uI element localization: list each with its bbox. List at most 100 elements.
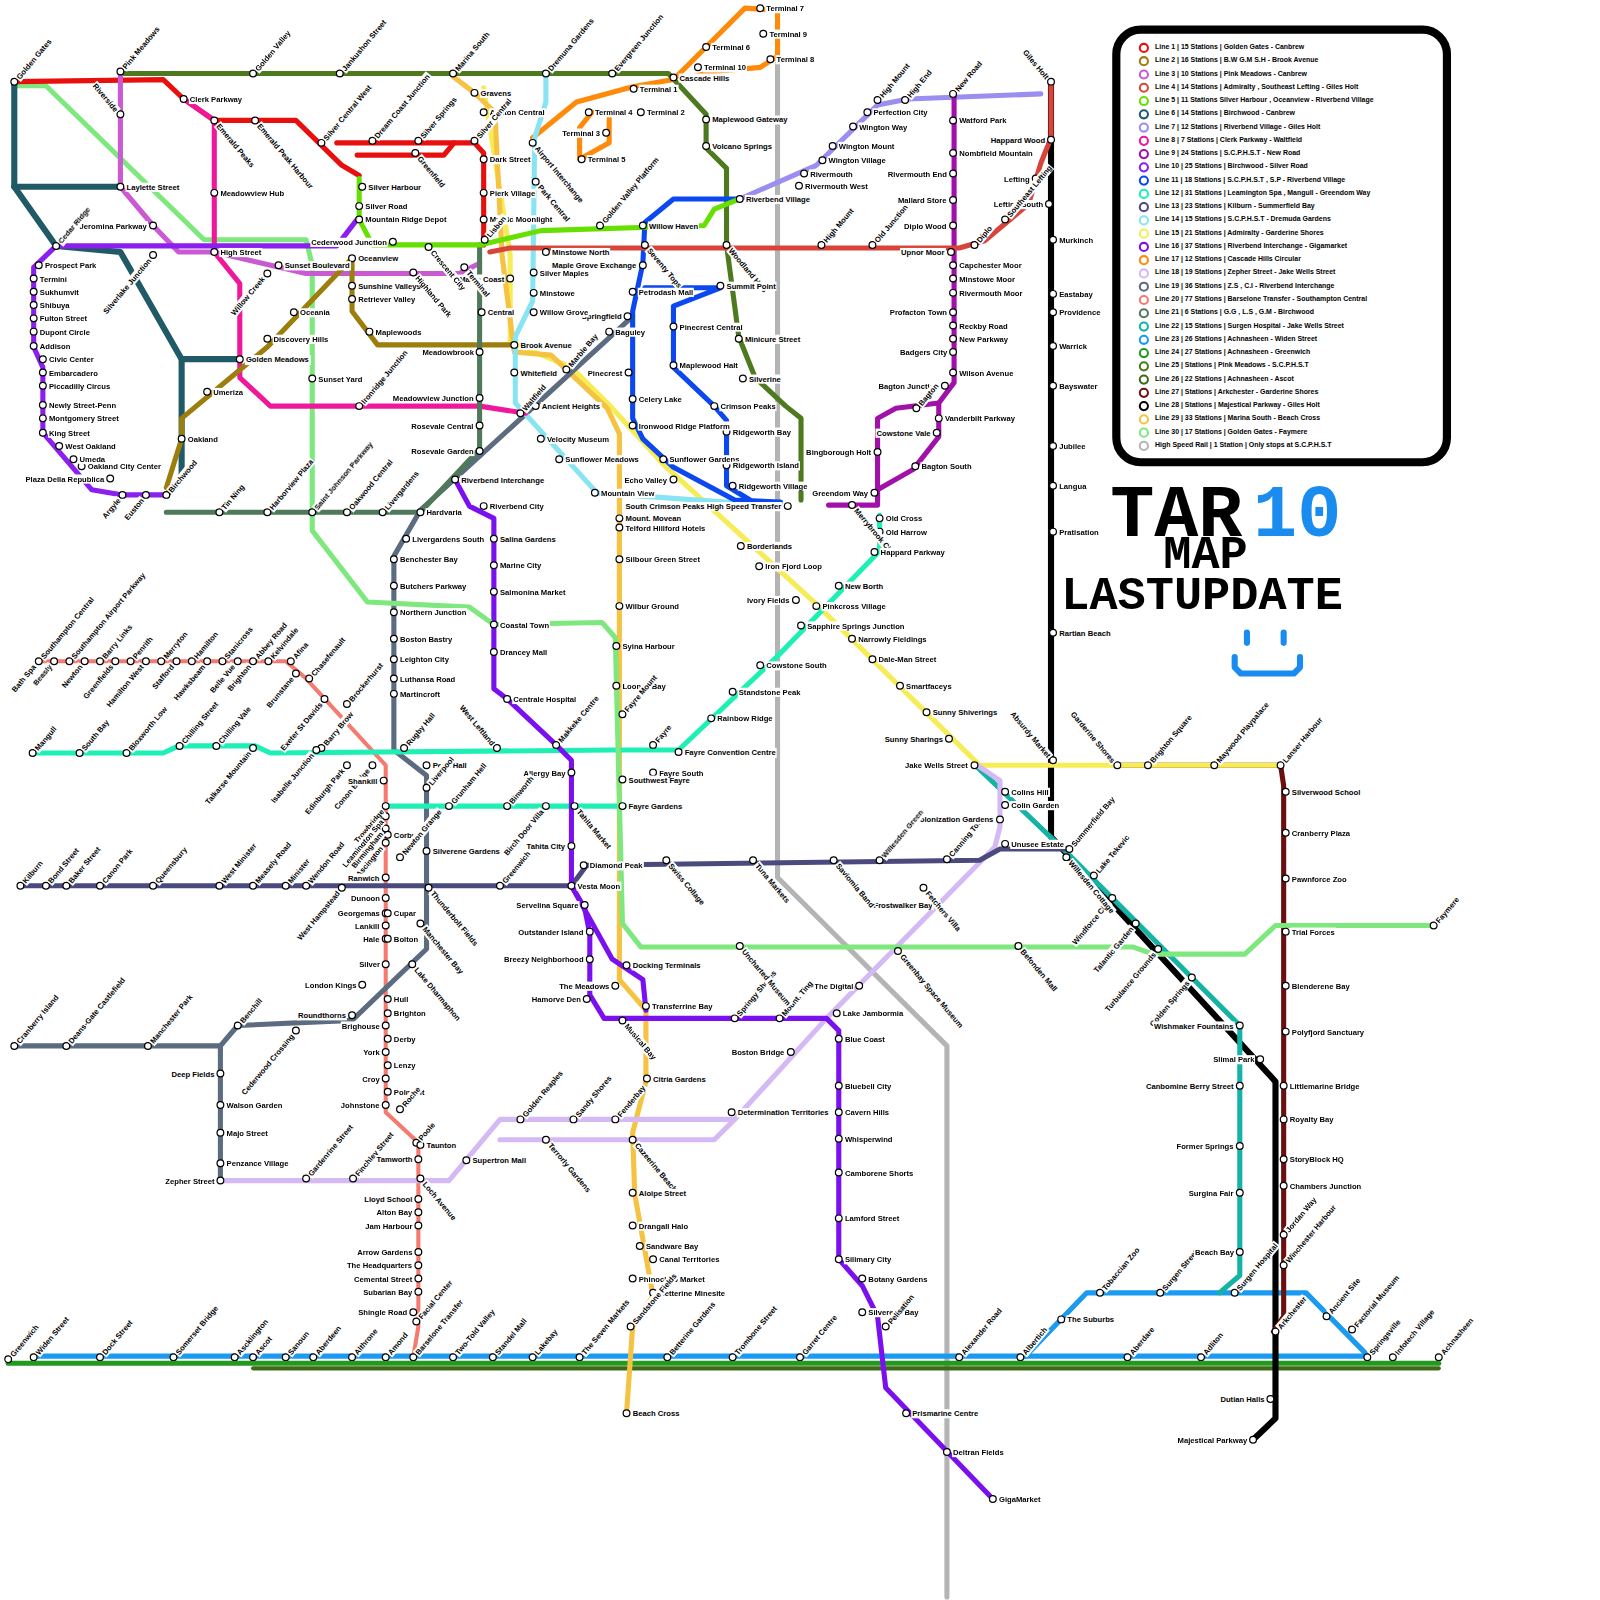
station-label: Fayre Mount bbox=[622, 672, 660, 714]
station-dot bbox=[293, 1027, 300, 1034]
station-label: Shibuya bbox=[39, 301, 71, 310]
legend-swatch bbox=[1139, 228, 1149, 238]
station-dot bbox=[344, 762, 351, 769]
station-dot bbox=[923, 709, 930, 716]
station-dot bbox=[403, 535, 410, 542]
station-dot bbox=[250, 745, 257, 752]
station-label: Old Harrow bbox=[885, 527, 928, 536]
station-dot bbox=[849, 635, 856, 642]
line-6 bbox=[182, 356, 240, 362]
station-dot bbox=[835, 1035, 842, 1042]
station-label: Greendom Way bbox=[811, 488, 869, 497]
smiley bbox=[1235, 633, 1300, 674]
legend-swatch bbox=[1139, 387, 1149, 397]
station-label: Silverene Gardens bbox=[432, 846, 501, 855]
legend-text: Line 30 | 17 Stations | Golden Gates - F… bbox=[1155, 427, 1307, 436]
station-label: Summit Point bbox=[726, 281, 777, 290]
line-21 bbox=[166, 245, 479, 512]
station-label: Aberdeen bbox=[313, 1323, 344, 1358]
station-dot bbox=[581, 902, 588, 909]
station-dot bbox=[864, 109, 871, 116]
station-dot bbox=[217, 1129, 224, 1136]
station-dot bbox=[30, 288, 37, 295]
station-label: Bayswater bbox=[1058, 381, 1098, 390]
station-label: The Headquarters bbox=[346, 1261, 413, 1270]
station-label: Befonden Mall bbox=[1018, 946, 1060, 994]
station-label: Gardenrine Street bbox=[306, 1121, 356, 1178]
station-dot bbox=[423, 848, 430, 855]
station-dot bbox=[739, 375, 746, 382]
station-label: Lakebay bbox=[532, 1326, 560, 1357]
station-dot bbox=[275, 262, 282, 269]
station-dot bbox=[876, 515, 883, 522]
station-dot bbox=[291, 309, 298, 316]
line-26 bbox=[253, 1366, 1439, 1370]
station-dot bbox=[356, 216, 363, 223]
station-dot bbox=[1114, 762, 1121, 769]
station-label: Riverbend City bbox=[489, 502, 545, 511]
station-label: Mount. Movean bbox=[624, 514, 682, 523]
station-label: Rartian Beach bbox=[1058, 628, 1112, 637]
station-dot bbox=[143, 492, 150, 499]
station-label: Fayre Gardens bbox=[628, 802, 684, 811]
smiley-eye bbox=[1281, 633, 1287, 643]
station-label: Golden Reaples bbox=[520, 1067, 566, 1119]
station-label: Unusee Estate bbox=[1010, 839, 1065, 848]
station-dot bbox=[856, 982, 863, 989]
station-label: Pinecrest bbox=[587, 368, 624, 377]
station-label: Drangall Halo bbox=[638, 1221, 689, 1230]
station-dot bbox=[583, 996, 590, 1003]
station-dot bbox=[950, 170, 957, 177]
station-label: Canal Territories bbox=[658, 1255, 720, 1264]
station-dot bbox=[871, 549, 878, 556]
station-label: Upnor Moor bbox=[900, 247, 945, 256]
station-dot bbox=[639, 262, 646, 269]
legend-text: Line 14 | 15 Stations | S.C.P.H.S.T - Dr… bbox=[1155, 214, 1331, 223]
station-dot bbox=[1050, 309, 1057, 316]
line-30 bbox=[14, 86, 1433, 954]
station-dot bbox=[217, 1102, 224, 1109]
station-dot bbox=[616, 556, 623, 563]
station-label: Whisperwind bbox=[844, 1134, 894, 1143]
station-label: Golden Gates bbox=[14, 36, 54, 82]
smiley-eye bbox=[1244, 633, 1250, 643]
station-label: Georgemas bbox=[337, 909, 381, 918]
station-label: Amond bbox=[385, 1329, 410, 1357]
station-label: Dale-Man Street bbox=[878, 655, 938, 664]
station-dot bbox=[480, 189, 487, 196]
station-label: Stanicross bbox=[222, 624, 256, 661]
station-label: Determination Territories bbox=[737, 1108, 830, 1117]
station-dot bbox=[1050, 291, 1057, 298]
station-label: Golden Valley bbox=[253, 27, 294, 73]
station-label: Adliton bbox=[1201, 1329, 1226, 1357]
station-dot bbox=[293, 670, 300, 677]
station-label: Littlemarine Bridge bbox=[1289, 1081, 1361, 1090]
legend-text: Line 28 | Stations | Majestical Parkway … bbox=[1155, 400, 1320, 409]
station-label: The Meadows bbox=[558, 981, 610, 990]
station-label: Faymere bbox=[1433, 894, 1462, 926]
station-label: Terminal 7 bbox=[765, 4, 805, 13]
station-dot bbox=[217, 1177, 224, 1184]
station-label: Walson Garden bbox=[226, 1101, 284, 1110]
station-dot bbox=[1046, 201, 1053, 208]
line-10 bbox=[34, 219, 357, 495]
station-dot bbox=[349, 282, 356, 289]
legend-text: Line 29 | 33 Stations | Marina South - B… bbox=[1155, 413, 1320, 422]
station-label: Badgers City bbox=[899, 347, 948, 356]
station-label: Diplo Wood bbox=[903, 221, 947, 230]
station-label: Albertich bbox=[1020, 1324, 1050, 1357]
station-label: Springy Shores bbox=[734, 967, 779, 1018]
station-dot bbox=[859, 1309, 866, 1316]
station-dot bbox=[1050, 629, 1057, 636]
station-dot bbox=[391, 691, 398, 698]
line-11 bbox=[633, 199, 781, 502]
station-dot bbox=[313, 747, 320, 754]
map-title: TAR bbox=[1110, 480, 1242, 553]
station-label: Brighouse bbox=[341, 1021, 381, 1030]
station-label: Murkinch bbox=[1058, 235, 1094, 244]
station-label: Sandware Bay bbox=[645, 1241, 699, 1250]
station-label: Celery Lake bbox=[638, 394, 683, 403]
station-dot bbox=[869, 656, 876, 663]
station-label: Ironwood Ridge Platform bbox=[638, 421, 731, 430]
